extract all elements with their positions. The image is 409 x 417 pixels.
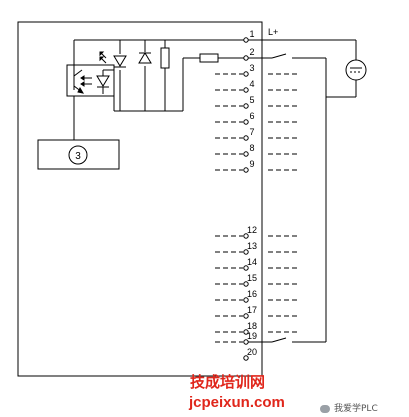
terminal-label: 17	[247, 305, 257, 315]
terminal-4: 4	[215, 79, 298, 93]
terminal-screw-icon	[243, 339, 249, 345]
watermark-title: 技成培训网	[190, 373, 266, 391]
terminal-screw-icon	[243, 233, 249, 239]
terminal-screw-icon	[243, 87, 249, 93]
optocoupler-icon	[66, 64, 115, 104]
terminal-17: 17	[215, 305, 298, 319]
input-resistor-icon	[160, 47, 170, 69]
terminal-screw-icon	[243, 167, 249, 173]
terminal-6: 6	[215, 111, 298, 125]
terminal-label: 20	[247, 347, 257, 357]
terminal-label: 9	[249, 159, 254, 169]
terminal-label: 16	[247, 289, 257, 299]
input-return-line	[306, 57, 327, 343]
terminal-16: 16	[215, 289, 298, 303]
terminal-screw-icon	[243, 103, 249, 109]
terminal-12: 12	[215, 225, 298, 239]
watermark-url: jcpeixun.com	[189, 394, 285, 411]
supply-circuit	[73, 39, 357, 140]
terminal-1: 1	[243, 29, 255, 43]
input-led-icon	[99, 51, 127, 68]
terminal-screw-icon	[243, 55, 249, 61]
terminal-screw-icon	[243, 265, 249, 271]
module-block-3: 3	[37, 139, 120, 170]
terminal-label: 13	[247, 241, 257, 251]
terminal-label: 12	[247, 225, 257, 235]
dc-source-icon	[345, 59, 367, 81]
terminal-label: 1	[249, 29, 254, 39]
protection-diode-icon	[138, 52, 152, 64]
module-enclosure	[17, 21, 263, 377]
terminal-label: 19	[247, 331, 257, 341]
terminal-label: 3	[249, 63, 254, 73]
terminal-20: 20	[243, 347, 257, 361]
terminal-19: 19	[215, 331, 306, 345]
terminal-3: 3	[215, 63, 298, 77]
terminal-label: 15	[247, 273, 257, 283]
terminal-screw-icon	[243, 281, 249, 287]
terminal-screw-icon	[243, 71, 249, 77]
terminal-screw-icon	[243, 297, 249, 303]
watermark-badge: 我爱学PLC	[320, 401, 378, 414]
series-resistor-icon	[199, 53, 219, 63]
terminal-18: 18	[215, 321, 298, 335]
terminal-screw-icon	[243, 151, 249, 157]
terminal-14: 14	[215, 257, 298, 271]
block-3-label: 3	[75, 151, 81, 162]
terminal-7: 7	[215, 127, 298, 141]
terminal-label: 4	[249, 79, 254, 89]
terminal-9: 9	[215, 159, 298, 173]
terminal-label: 5	[249, 95, 254, 105]
terminal-screw-icon	[243, 119, 249, 125]
wechat-icon	[320, 404, 330, 413]
terminal-label: 8	[249, 143, 254, 153]
terminal-2: 2	[243, 47, 306, 61]
terminal-screw-icon	[243, 37, 249, 43]
watermark-badge-label: 我爱学PLC	[334, 404, 378, 414]
terminal-label: 18	[247, 321, 257, 331]
terminal-label: 7	[249, 127, 254, 137]
terminal-label: 6	[249, 111, 254, 121]
supply-label: L+	[268, 27, 278, 37]
terminal-screw-icon	[243, 313, 249, 319]
terminal-15: 15	[215, 273, 298, 287]
terminal-label: 14	[247, 257, 257, 267]
terminal-label: 2	[249, 47, 254, 57]
terminal-8: 8	[215, 143, 298, 157]
terminal-5: 5	[215, 95, 298, 109]
terminal-screw-icon	[243, 355, 249, 361]
terminal-screw-icon	[243, 249, 249, 255]
terminal-screw-icon	[243, 135, 249, 141]
terminal-screw-icon	[243, 329, 249, 335]
terminal-13: 13	[215, 241, 298, 255]
